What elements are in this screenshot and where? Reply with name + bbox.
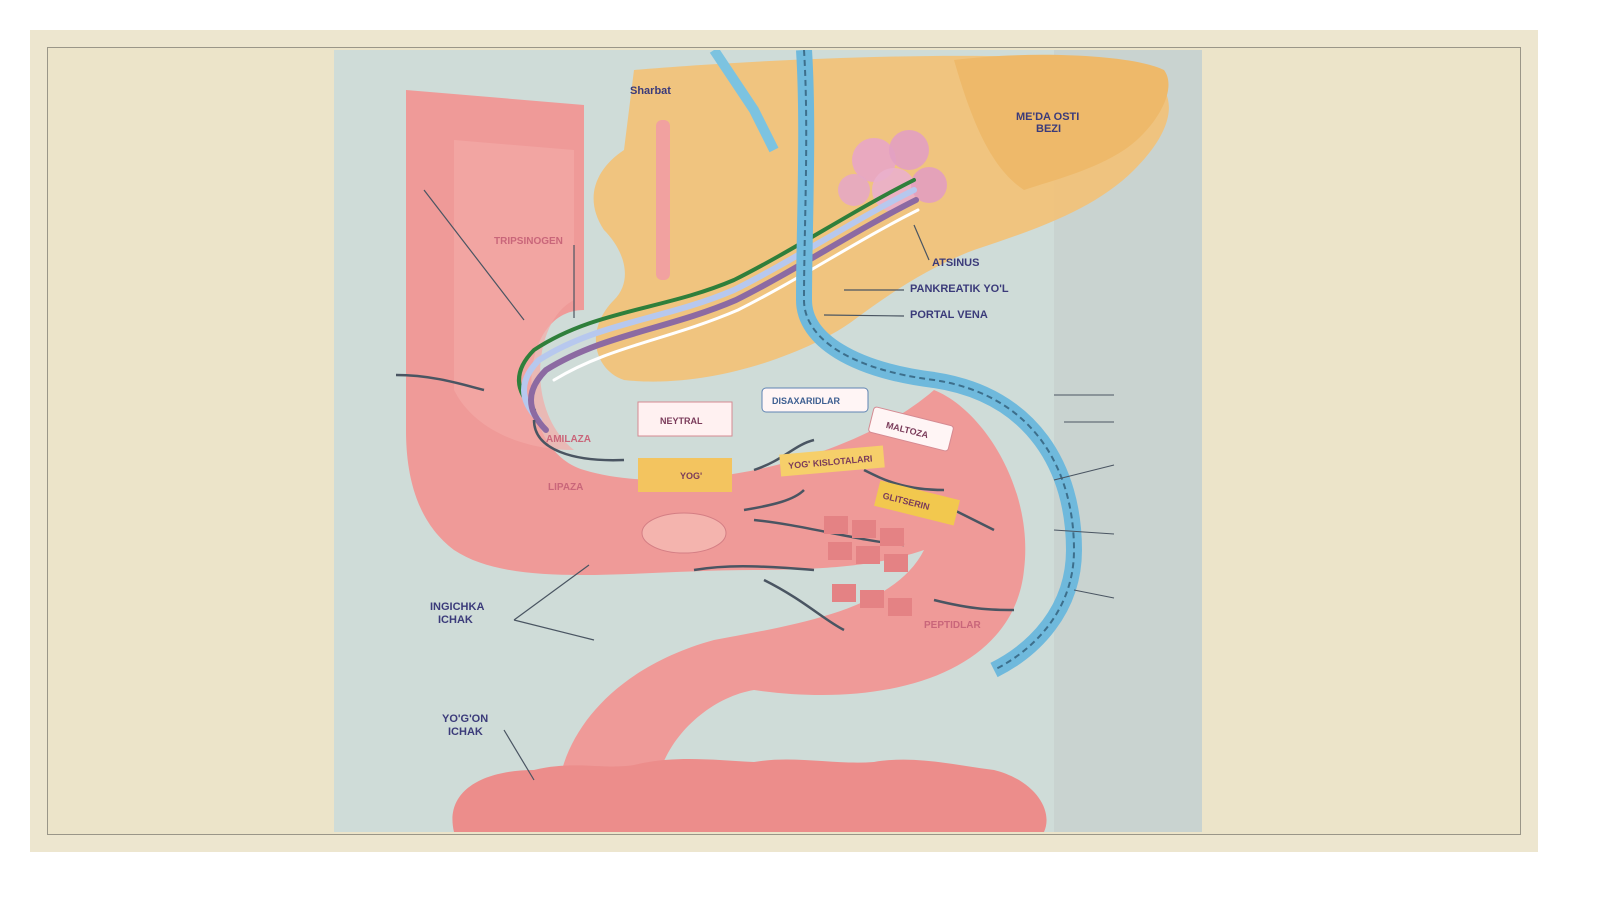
label-neytral: NEYTRAL (660, 416, 703, 426)
label-tripsinogen: TRIPSINOGEN (494, 236, 563, 247)
pancreatic-duct (517, 178, 920, 433)
flow-arrows (395, 373, 1015, 632)
pancreas-tail (954, 54, 1169, 190)
label-amilaza: AMILAZA (546, 434, 591, 445)
digestion-diagram: Sharbat ME'DA OSTI BEZI ATSINUS PANKREAT… (334, 50, 1202, 832)
duodenum-highlight (454, 140, 574, 450)
label-oshqozon-osti-2: BEZI (1036, 123, 1061, 135)
label-peptidlar: PEPTIDLAR (924, 620, 981, 631)
vein-branch (709, 50, 779, 153)
label-oshqozon-osti-1: ME'DA OSTI (1016, 111, 1079, 123)
label-portal-vena: PORTAL VENA (910, 309, 988, 321)
label-yogon-1: YO'G'ON (442, 713, 488, 725)
glitserin-box (874, 480, 960, 526)
label-disaxaridlar: DISAXARIDLAR (772, 396, 841, 406)
label-sharbat: Sharbat (630, 85, 671, 97)
left-leader-lines (423, 189, 930, 781)
diagram-svg: Sharbat ME'DA OSTI BEZI ATSINUS PANKREAT… (334, 50, 1202, 832)
portal-vein-line (802, 50, 1076, 671)
label-ingichka-1: INGICHKA (430, 601, 484, 613)
label-pankreatik-yol: PANKREATIK YO'L (910, 283, 1009, 295)
maltoza-box (868, 406, 954, 452)
right-leader-lines (1053, 394, 1115, 599)
label-yogon-2: ICHAK (448, 726, 483, 738)
neytral-box (637, 401, 733, 437)
label-ingichka-2: ICHAK (438, 614, 473, 626)
label-lipaza: LIPAZA (548, 482, 583, 493)
slide-frame: Sharbat ME'DA OSTI BEZI ATSINUS PANKREAT… (30, 30, 1538, 852)
disaxaridlar-box (761, 387, 869, 413)
acinus-cluster (838, 130, 947, 212)
yog-box (638, 458, 732, 492)
sharbat-duct (656, 120, 670, 280)
peptid-blocks (824, 516, 912, 616)
large-intestine-shape (452, 758, 1047, 832)
oqsil-shape (641, 512, 727, 554)
label-atsinus: ATSINUS (932, 257, 979, 269)
molecule-boxes (637, 387, 960, 616)
slide-content: Sharbat ME'DA OSTI BEZI ATSINUS PANKREAT… (47, 47, 1521, 835)
yog-kislotalari-box (779, 445, 885, 477)
label-yog: YOG' (680, 471, 702, 481)
